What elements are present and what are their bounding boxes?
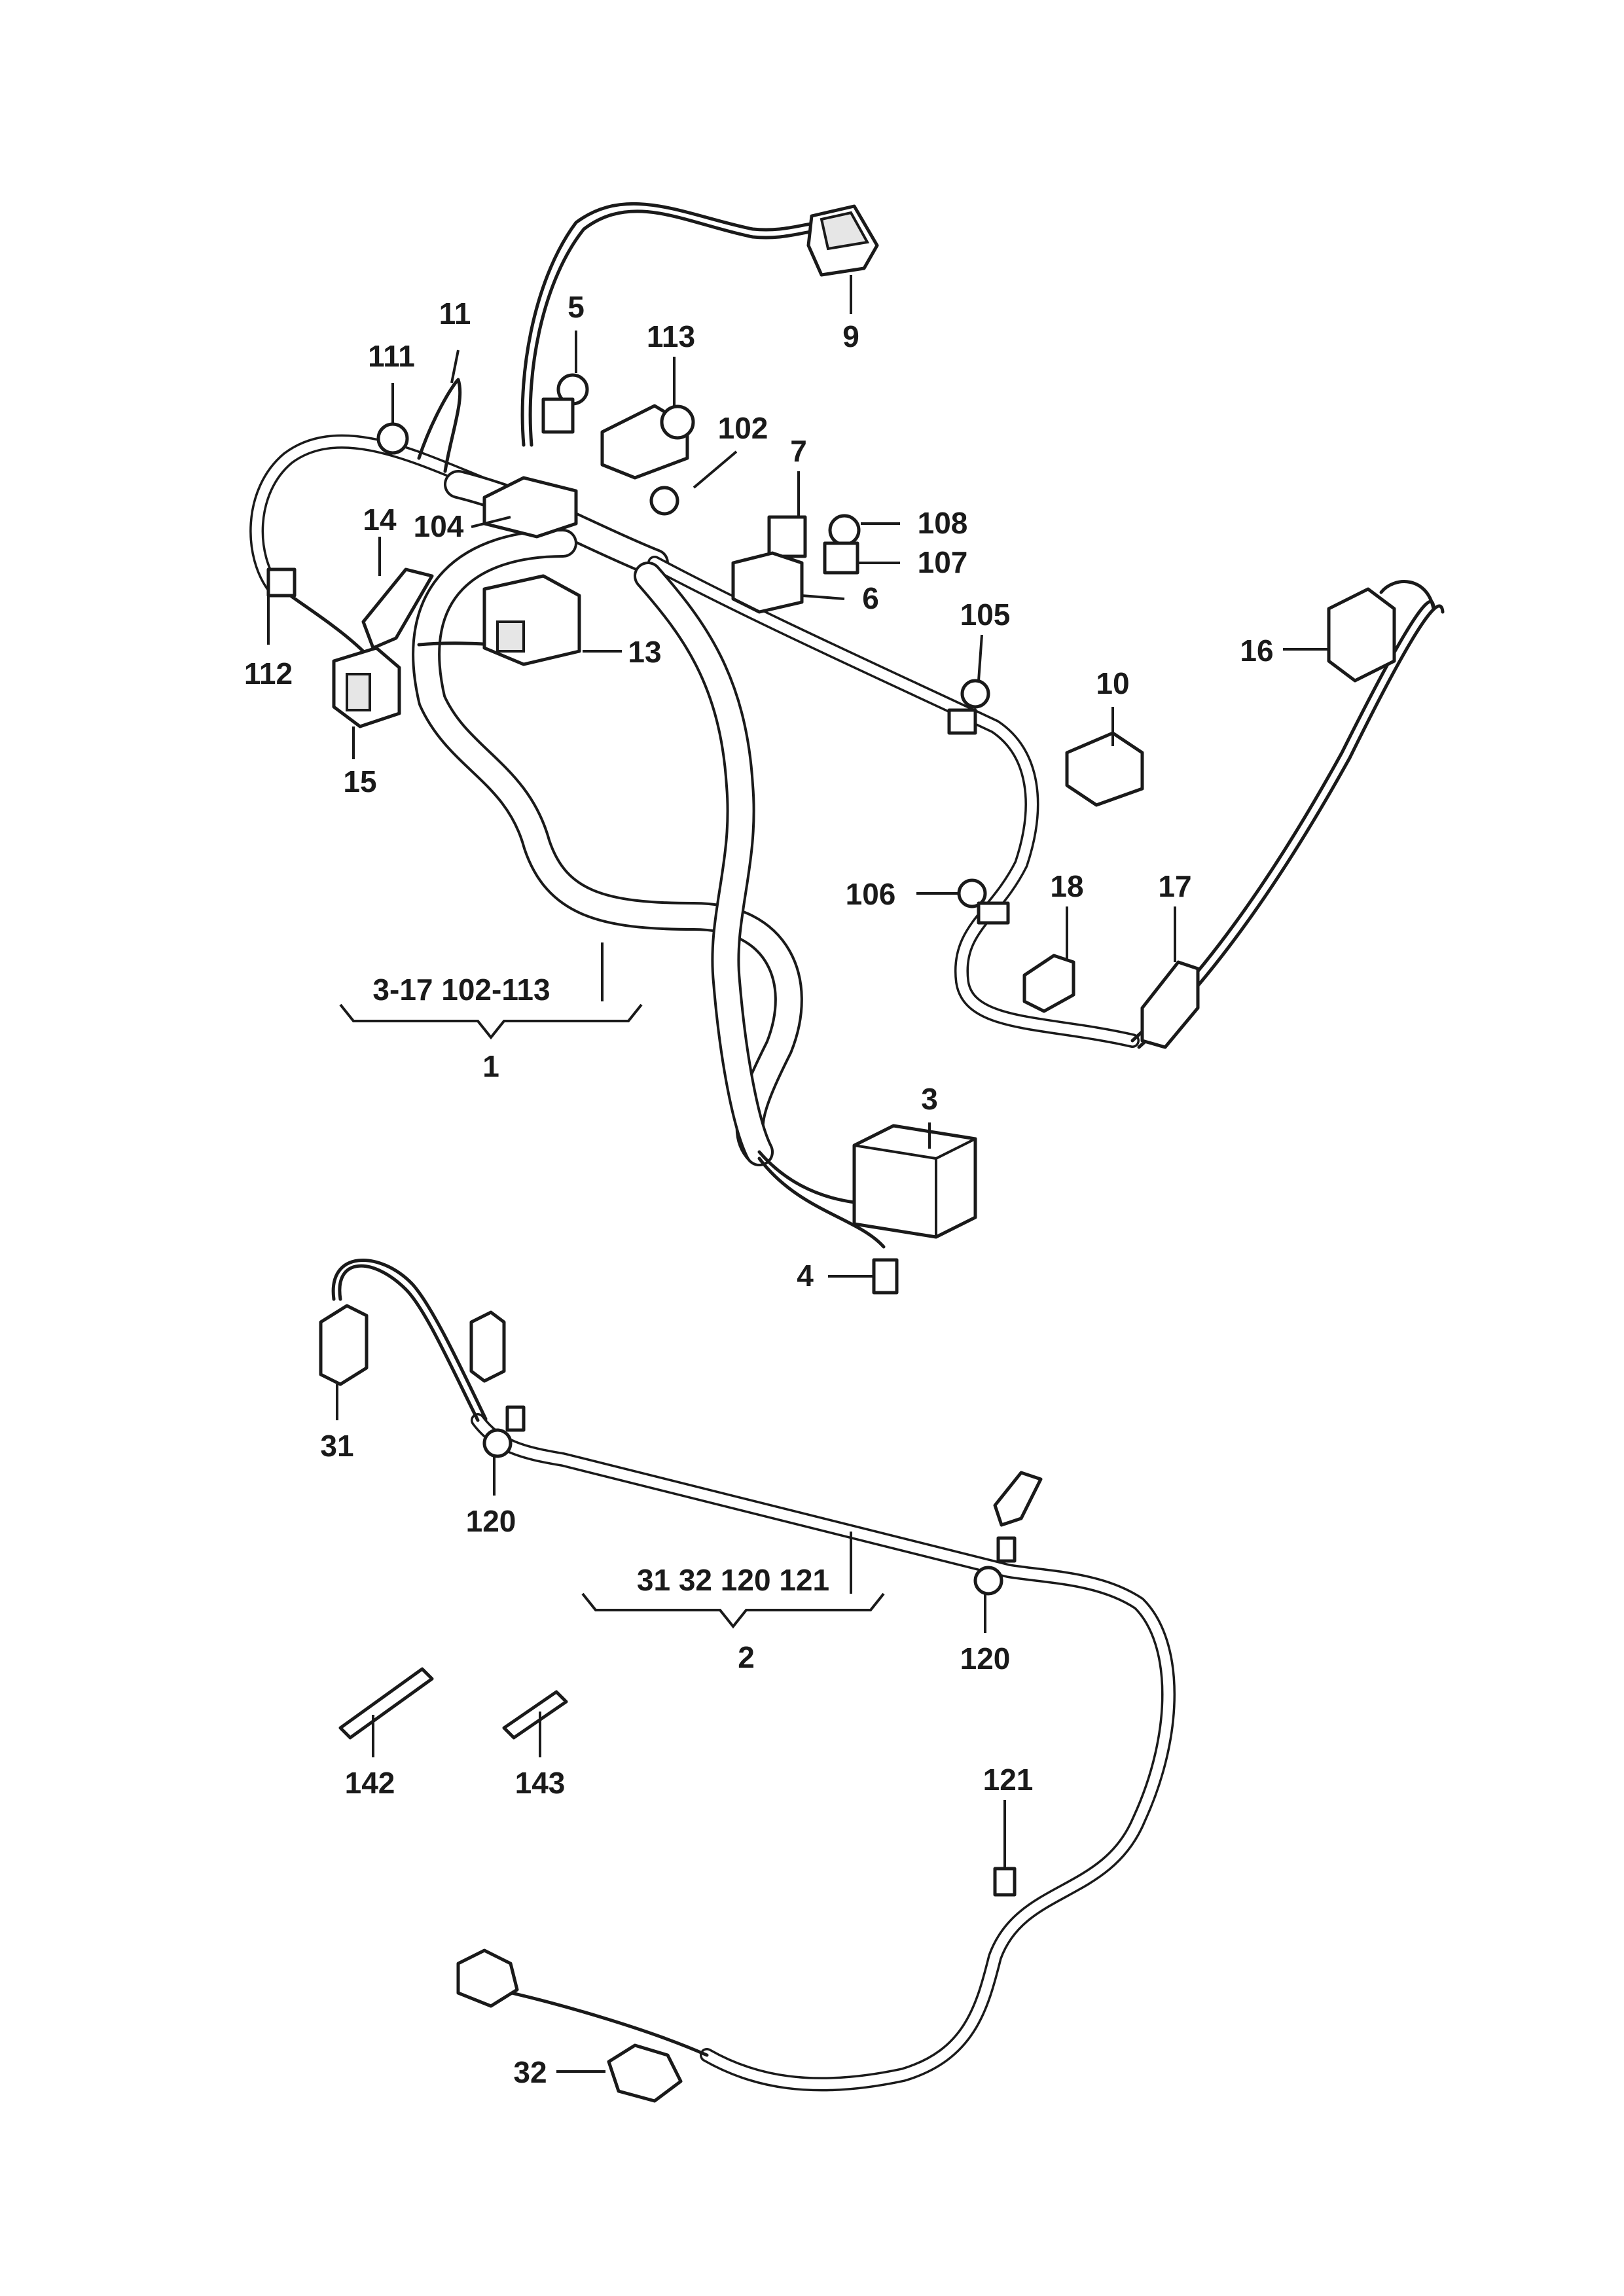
harness-1 xyxy=(249,202,1445,1295)
part-107 xyxy=(823,541,859,575)
part-111 xyxy=(376,422,409,455)
part-143-sleeve xyxy=(502,1690,568,1740)
callout-113: 113 xyxy=(647,319,695,353)
clip-120-left-tab xyxy=(505,1405,526,1432)
leader-104 xyxy=(471,516,511,528)
callout-6: 6 xyxy=(862,581,879,615)
callout-102: 102 xyxy=(718,411,768,445)
callout-17: 17 xyxy=(1158,869,1191,903)
connector-32 xyxy=(607,2043,683,2103)
harness-1-range: 3-17 102-113 xyxy=(372,973,550,1007)
callout-5: 5 xyxy=(568,290,585,324)
part-6 xyxy=(731,551,804,614)
callout-15: 15 xyxy=(343,764,376,798)
plug-upper-left xyxy=(469,1310,506,1383)
part-4 xyxy=(872,1258,899,1295)
callout-7: 7 xyxy=(790,434,807,468)
wire-to-part-4 xyxy=(757,1157,886,1249)
part-7 xyxy=(767,515,807,558)
part-14 xyxy=(361,567,434,650)
harness-2-range: 31 32 120 121 xyxy=(637,1563,829,1597)
wire-to-connector-32 xyxy=(496,1988,709,2057)
callout-4: 4 xyxy=(797,1259,814,1293)
callout-31: 31 xyxy=(320,1429,353,1463)
callout-3: 3 xyxy=(921,1082,938,1116)
brace-assembly-1 xyxy=(339,1003,643,1040)
callout-1: 1 xyxy=(482,1049,499,1083)
callout-labels: 9 5 113 102 11 111 7 108 107 6 14 104 13… xyxy=(244,290,1274,2089)
harness-inner-loop-inner xyxy=(636,564,771,1164)
clip-121 xyxy=(993,1867,1017,1897)
part-113-cap xyxy=(660,404,695,440)
part-102 xyxy=(649,486,679,516)
callout-121: 121 xyxy=(983,1763,1034,1797)
leader-102 xyxy=(693,450,738,489)
wire-to-connector-31 xyxy=(338,1264,480,1422)
callout-16: 16 xyxy=(1240,634,1273,668)
callout-143: 143 xyxy=(515,1766,566,1800)
part-18 xyxy=(1022,954,1075,1013)
part-13-face xyxy=(496,620,525,653)
plug-upper-right xyxy=(993,1471,1043,1527)
callout-10: 10 xyxy=(1096,666,1129,700)
part-3 xyxy=(852,1124,977,1239)
clip-120-left xyxy=(482,1428,513,1458)
part-112 xyxy=(266,567,297,598)
wire-to-connector-9 xyxy=(520,202,827,447)
end-plug xyxy=(456,1948,519,2008)
callout-106: 106 xyxy=(846,877,896,911)
harness-lower-loop-inner xyxy=(414,531,801,1164)
callout-104: 104 xyxy=(414,509,464,543)
callout-112: 112 xyxy=(244,656,293,691)
callout-111: 111 xyxy=(368,339,415,373)
connector-31 xyxy=(319,1304,369,1386)
connector-9-face xyxy=(820,211,870,251)
callout-105: 105 xyxy=(960,598,1011,632)
clip-120-right-tab xyxy=(996,1536,1017,1563)
callout-14: 14 xyxy=(363,503,397,537)
leader-lines xyxy=(267,275,1329,2073)
callout-18: 18 xyxy=(1050,869,1083,903)
connector-5-body xyxy=(541,397,575,434)
callout-108: 108 xyxy=(918,506,968,540)
wire-to-connector-31-b xyxy=(331,1259,488,1421)
harness-2 xyxy=(319,1259,1176,2103)
leader-6 xyxy=(801,594,845,600)
part-105-clip xyxy=(947,708,977,735)
clip-120-right xyxy=(973,1566,1003,1596)
callout-11: 11 xyxy=(439,296,471,331)
wire-to-connector-16 xyxy=(1130,580,1435,1043)
wire-to-connector-9-b xyxy=(528,209,827,447)
part-3-edges xyxy=(854,1138,976,1237)
callout-107: 107 xyxy=(918,545,968,579)
harness-2-run-inner xyxy=(473,1415,1174,2089)
callout-32: 32 xyxy=(513,2055,547,2089)
wire-to-part-14-15 xyxy=(280,587,369,656)
connector-10 xyxy=(1065,731,1144,807)
loose-parts xyxy=(338,1667,568,1740)
part-142-sleeve xyxy=(338,1667,434,1740)
connector-17 xyxy=(1140,960,1200,1049)
callout-9: 9 xyxy=(842,319,859,353)
callout-120-left: 120 xyxy=(466,1504,516,1538)
callout-142: 142 xyxy=(345,1766,395,1800)
callout-2: 2 xyxy=(738,1640,755,1674)
part-105 xyxy=(960,679,990,709)
leader-11 xyxy=(450,350,460,384)
part-108 xyxy=(828,514,861,547)
leader-105 xyxy=(977,634,983,681)
wire-11-loop xyxy=(417,378,462,473)
branch-right-inner xyxy=(649,558,1138,1046)
callout-120-right: 120 xyxy=(960,1641,1011,1676)
brace-assembly-2 xyxy=(581,1592,885,1629)
wire-loop-left-inner xyxy=(251,437,490,594)
callout-13: 13 xyxy=(628,635,661,669)
connector-16 xyxy=(1327,587,1396,683)
part-15-face xyxy=(346,673,371,711)
part-106-clip xyxy=(977,901,1010,925)
